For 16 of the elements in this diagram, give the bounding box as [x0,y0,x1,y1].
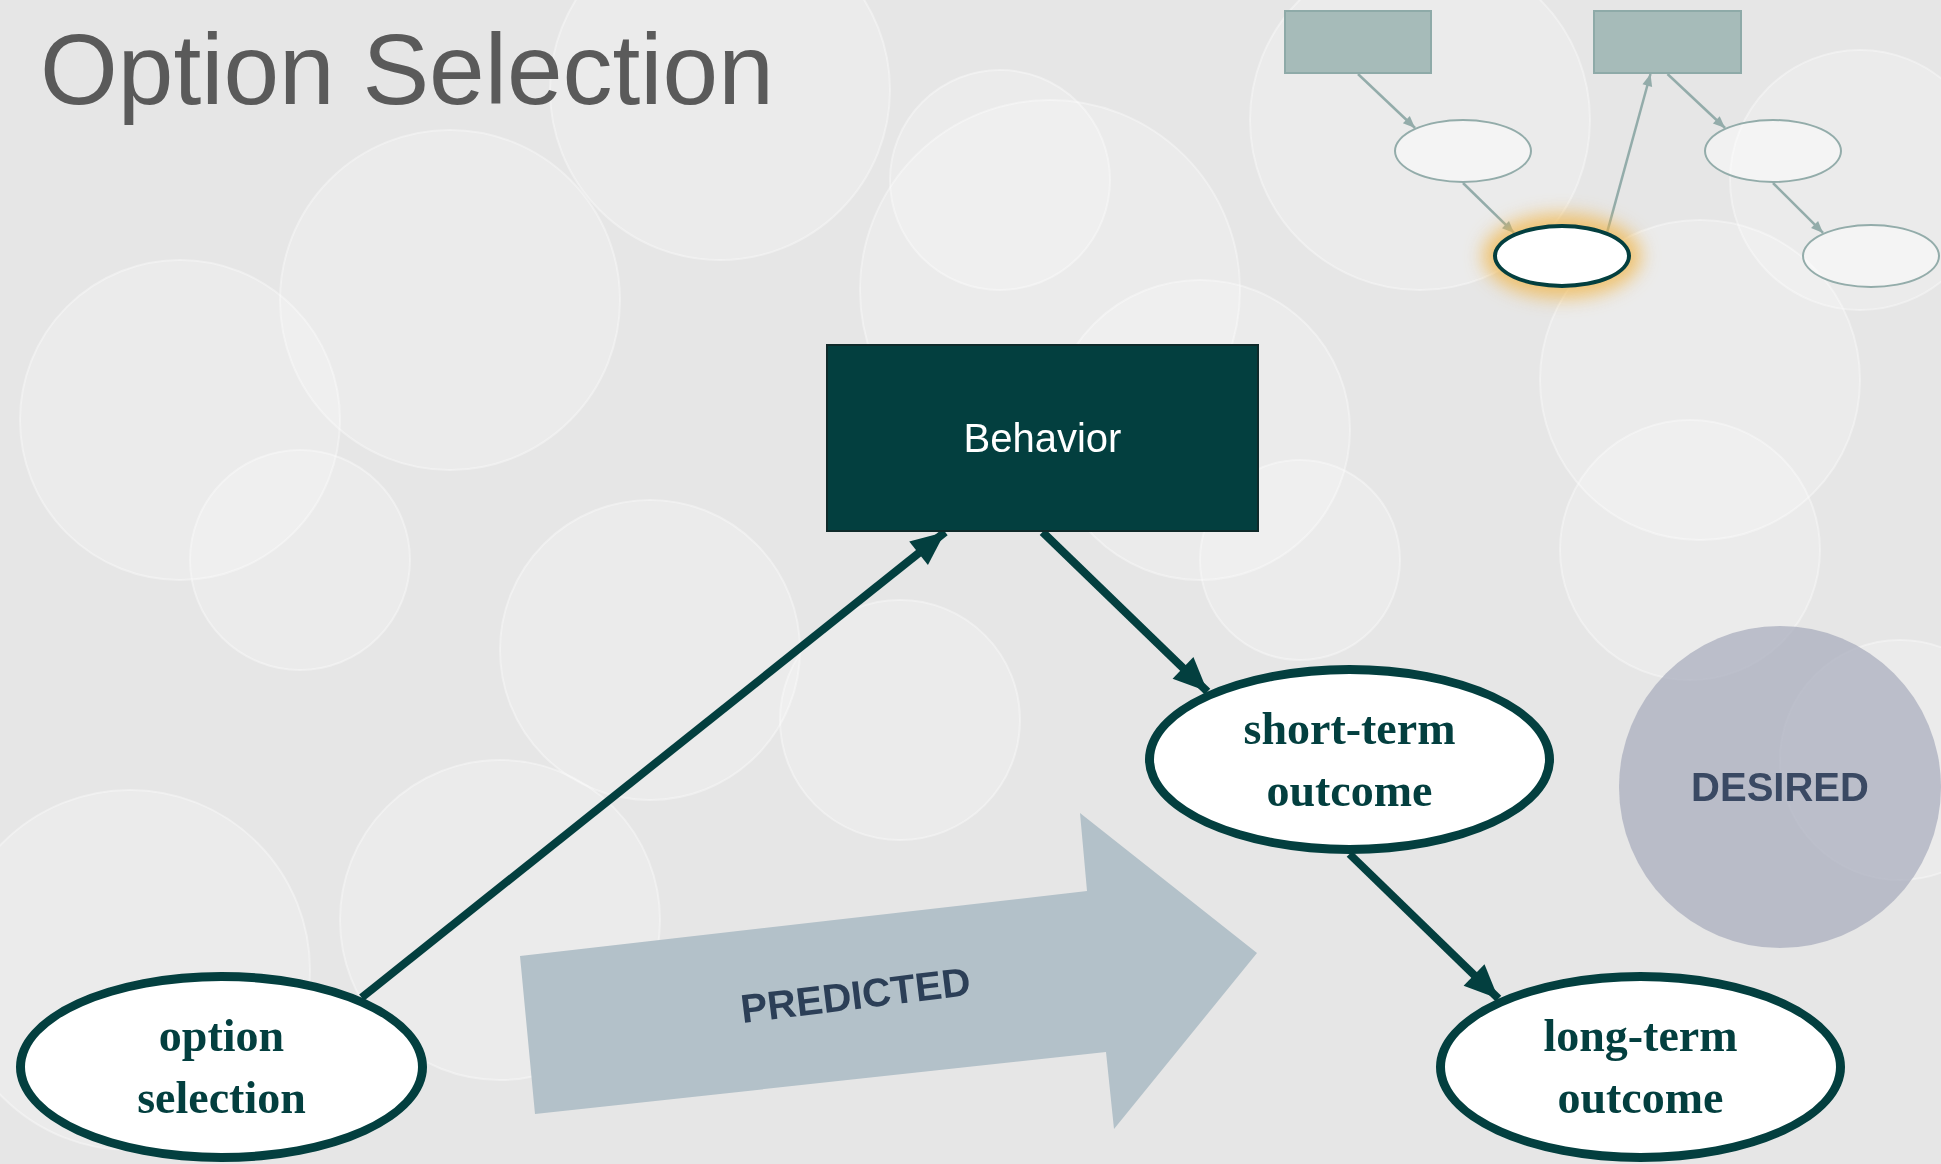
slide-title: Option Selection [40,14,774,124]
small-rectangle [1284,10,1432,74]
process-box [826,344,1259,532]
box-label: Behavior [963,415,1122,461]
small-ellipse [1802,224,1940,288]
small-rectangle [1593,10,1742,74]
ellipse-label: short-term outcome [1242,701,1457,818]
arrow [1462,182,1515,234]
arrow [1606,73,1653,233]
predicted-label: PREDICTED [738,959,973,1032]
arrow [1772,182,1824,234]
ellipse-label: long-term outcome [1542,1009,1739,1125]
ellipse-label: option selection [136,1009,307,1125]
arrow [1357,73,1416,129]
desired-label: DESIRED [1691,764,1869,810]
arrow [1666,73,1726,129]
